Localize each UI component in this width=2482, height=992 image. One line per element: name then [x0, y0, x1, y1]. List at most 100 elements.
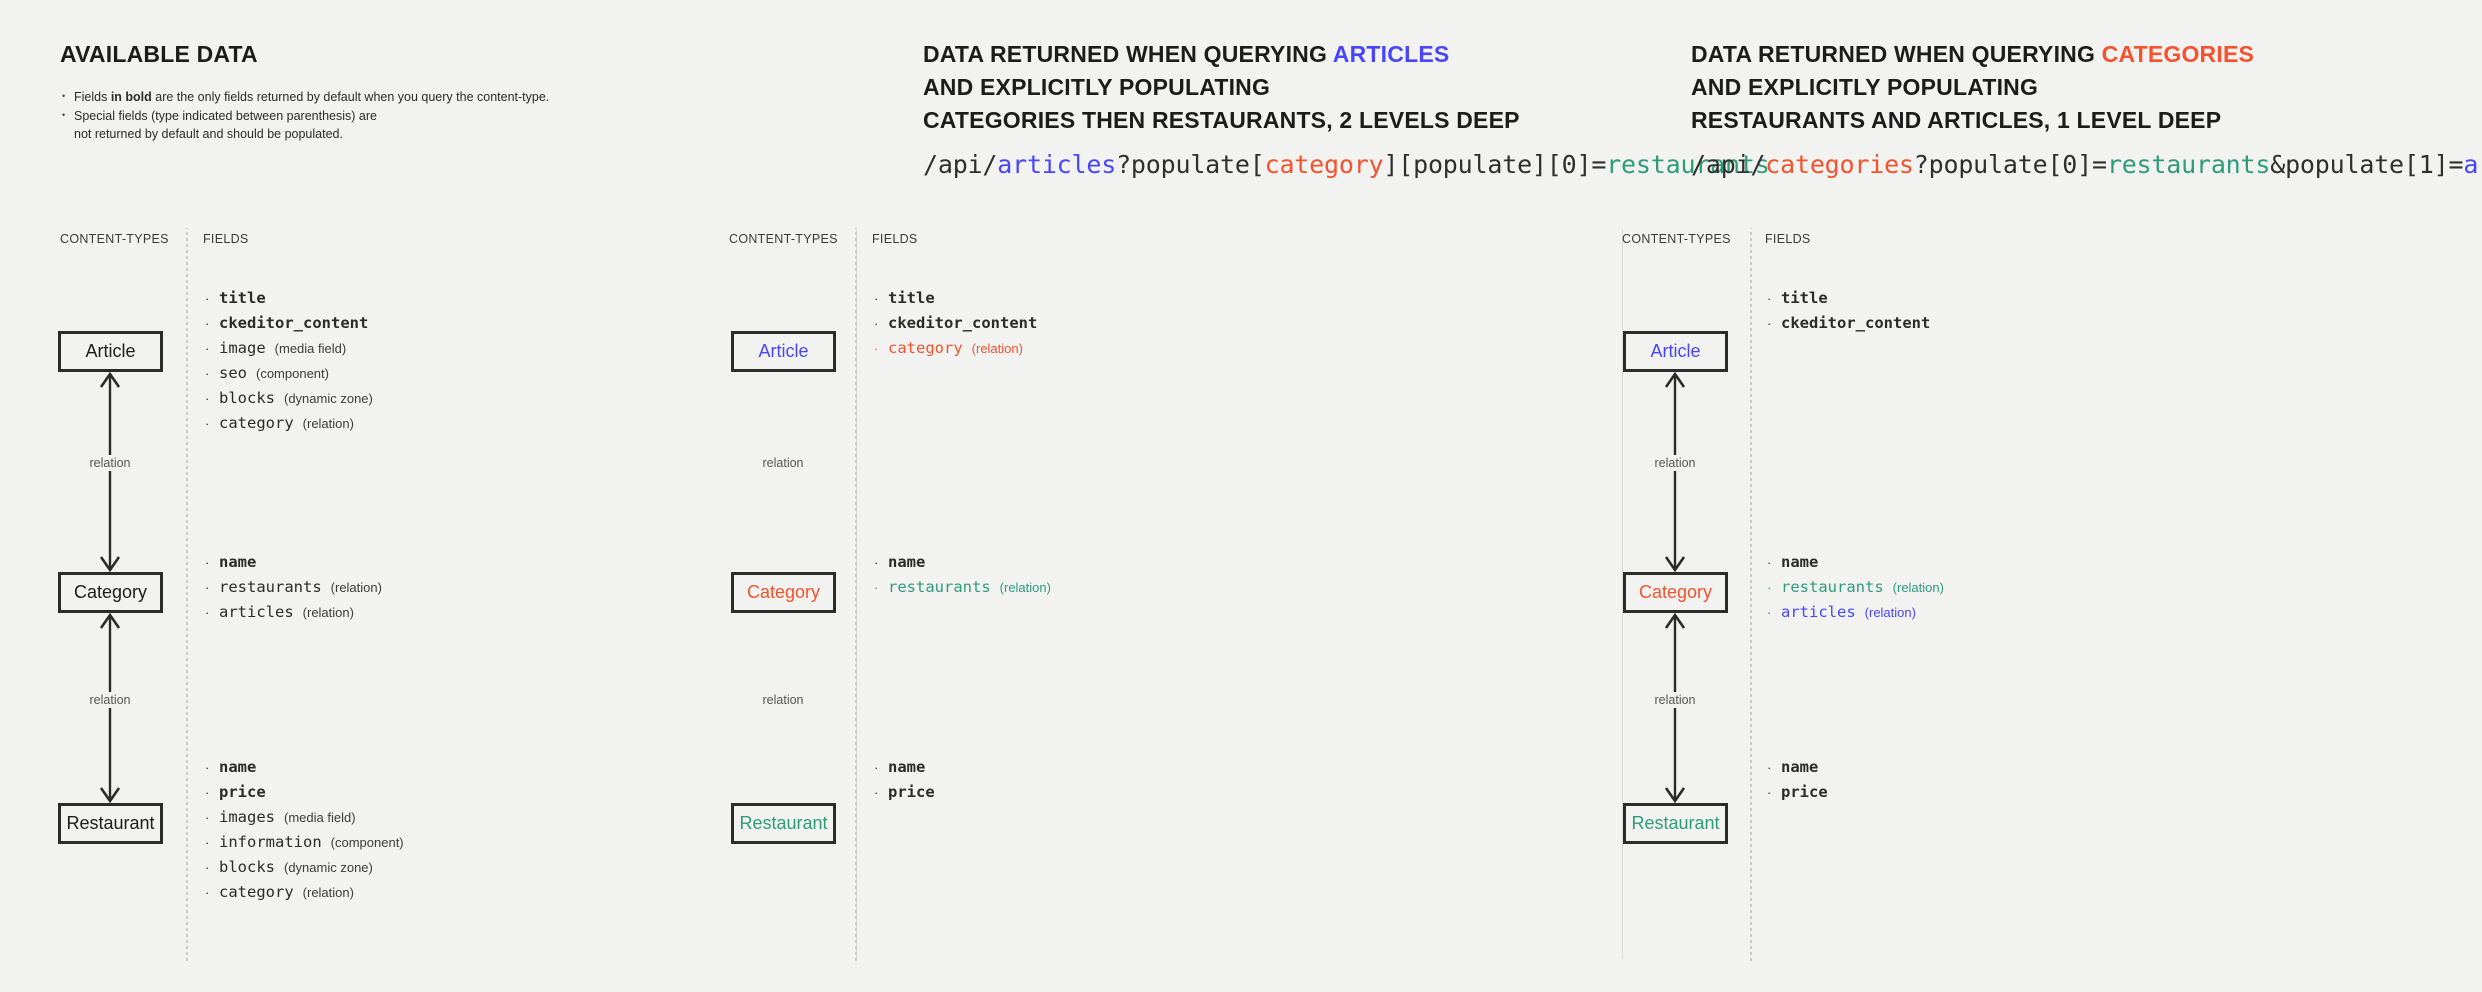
field-name: ckeditor_content [219, 314, 369, 332]
field-type: (relation) [999, 580, 1051, 595]
relation-label: relation [758, 455, 808, 471]
field-name: price [219, 783, 266, 801]
field-name: ckeditor_content [888, 314, 1038, 332]
bullet-icon: · [874, 760, 879, 775]
field-item: ·name [205, 551, 382, 574]
panel-heading-line: AND EXPLICITLY POPULATING [923, 74, 1271, 100]
heading-text: DATA RETURNED WHEN QUERYING [923, 41, 1333, 67]
note-text: are the only fields returned by default … [151, 90, 550, 104]
field-type: (relation) [1892, 580, 1944, 595]
content-type-box-category[interactable]: Category [58, 572, 163, 613]
content-type-box-restaurant[interactable]: Restaurant [58, 803, 163, 844]
bullet-icon: · [205, 860, 210, 875]
relation-arrow [1664, 371, 1686, 573]
field-item: ·title [1767, 287, 1930, 310]
field-name: restaurants [1781, 578, 1884, 596]
legend-note-item: Special fields (type indicated between p… [62, 106, 394, 143]
field-item: ·title [874, 287, 1037, 310]
field-name: category [219, 414, 294, 432]
field-item: ·restaurants(relation) [874, 576, 1051, 599]
field-type: (component) [256, 366, 329, 381]
field-type: (media field) [284, 810, 356, 825]
relation-label: relation [85, 455, 135, 471]
panel-heading-line: AVAILABLE DATA [60, 41, 258, 67]
fields-dotted-divider [855, 228, 857, 962]
bullet-icon: · [205, 316, 210, 331]
panel-query-categories: DATA RETURNED WHEN QUERYING CATEGORIES AN… [1622, 0, 2482, 992]
content-type-label: Restaurant [739, 813, 828, 833]
content-type-box-category[interactable]: Category [1623, 572, 1728, 613]
fields-column-label: FIELDS [872, 232, 918, 246]
field-name: articles [1781, 603, 1856, 621]
bullet-icon: · [1767, 580, 1772, 595]
bullet-icon: · [205, 555, 210, 570]
field-type: (component) [330, 835, 404, 850]
bullet-icon: · [205, 291, 210, 306]
bullet-icon: · [874, 555, 879, 570]
content-type-box-restaurant[interactable]: Restaurant [1623, 803, 1728, 844]
content-type-label: Article [85, 341, 136, 361]
field-name: price [1781, 783, 1828, 801]
panel-heading: DATA RETURNED WHEN QUERYING ARTICLES AND … [923, 38, 1520, 137]
field-name: articles [219, 603, 294, 621]
bullet-icon: · [205, 391, 210, 406]
content-type-box-article[interactable]: Article [58, 331, 163, 372]
bullet-icon: · [1767, 291, 1772, 306]
field-name: blocks [219, 858, 275, 876]
panel-available-data: AVAILABLE DATAFields in bold are the onl… [0, 0, 856, 992]
field-list: ·title·ckeditor_content·category(relatio… [874, 287, 1037, 362]
bullet-icon: · [205, 785, 210, 800]
field-item: ·name [1767, 551, 1944, 574]
field-item: ·price [1767, 781, 1828, 804]
bullet-icon: · [874, 316, 879, 331]
field-item: · restaurants (relation) [1767, 576, 1944, 599]
field-type: (relation) [971, 341, 1023, 356]
content-type-box-restaurant[interactable]: Restaurant [731, 803, 836, 844]
field-list: ·name· restaurants (relation)· articles (rel… [1767, 551, 1944, 626]
content-type-box-category[interactable]: Category [731, 572, 836, 613]
field-item: ·category(relation) [205, 412, 373, 435]
content-types-column-label: CONTENT-TYPES [1622, 232, 1731, 246]
content-types-column-label: CONTENT-TYPES [60, 232, 169, 246]
bullet-icon: · [874, 291, 879, 306]
code-segment: category [1264, 150, 1384, 179]
code-segment: articles [2463, 150, 2482, 179]
code-segment: ][populate][0]= [1383, 150, 1607, 179]
heading-accent-term: ARTICLES [1332, 41, 1450, 67]
field-type: (relation) [302, 416, 354, 431]
code-segment: articles [997, 150, 1117, 179]
content-type-label: Category [73, 582, 148, 602]
field-item: ·name [205, 756, 404, 779]
code-segment: restaurants [2106, 150, 2271, 179]
content-type-box-article[interactable]: Article [1623, 331, 1728, 372]
relation-label: relation [758, 692, 808, 708]
field-item: · ckeditor_content [874, 312, 1037, 335]
field-item: · category (relation) [205, 881, 404, 904]
field-item: · price [205, 781, 404, 804]
code-segment: ?populate[0]= [1913, 150, 2107, 179]
bullet-icon: · [874, 580, 879, 595]
panel-heading-line: AND EXPLICITLY POPULATING [1691, 74, 2039, 100]
api-query-code: /api/categories?populate[0]=restaurants&… [1691, 150, 2482, 179]
panel-heading-line: DATA RETURNED WHEN QUERYING CATEGORIES [1691, 38, 2254, 71]
bullet-icon: · [205, 366, 210, 381]
field-type: (relation) [302, 605, 354, 620]
bullet-icon: · [205, 605, 210, 620]
content-type-box-article[interactable]: Article [731, 331, 836, 372]
bullet-icon: · [205, 885, 210, 900]
code-segment: ?populate[ [1116, 150, 1265, 179]
field-name: category [219, 883, 294, 901]
field-type: (relation) [302, 885, 354, 900]
fields-column-label: FIELDS [1765, 232, 1811, 246]
field-list: ·name·price·images(media field)·informat… [205, 756, 404, 906]
api-query-code: /api/articles?populate[category][populat… [923, 150, 1770, 179]
field-type: (media field) [274, 341, 347, 356]
field-list: ·title·ckeditor_content·image(media fiel… [205, 287, 373, 437]
content-type-label: Article [1650, 341, 1701, 361]
field-item: ·name [1767, 756, 1828, 779]
bullet-icon: · [205, 341, 210, 356]
field-item: ·name [874, 551, 1051, 574]
bullet-icon: · [205, 580, 210, 595]
field-name: name [888, 758, 926, 776]
